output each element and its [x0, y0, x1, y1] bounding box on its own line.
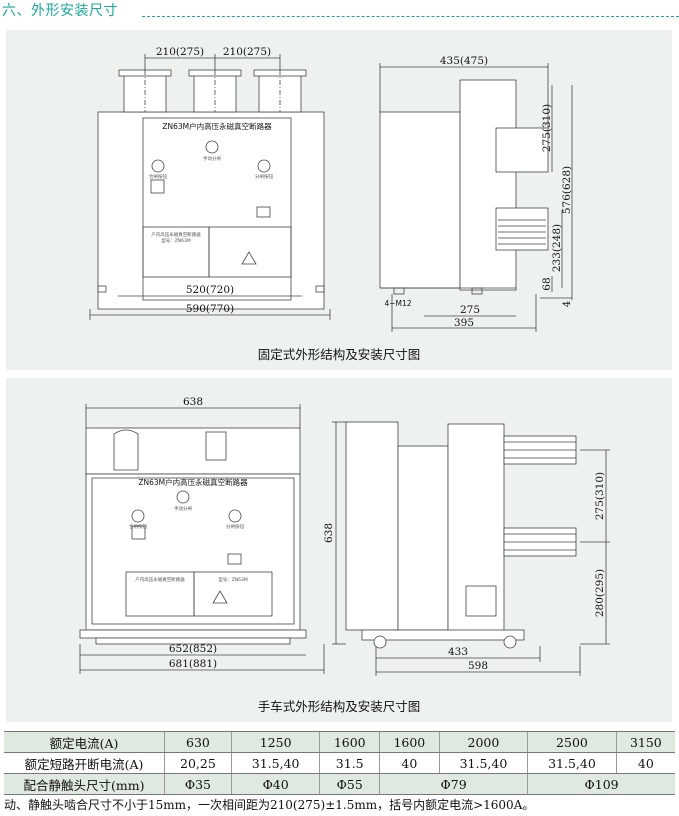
fixed-dim-h275: 275(310) [541, 104, 553, 152]
table-row-breaking-current: 额定短路开断电流(A) 20,25 31.5,40 31.5 40 31.5,4… [4, 752, 675, 774]
truck-open-label: 分闸按钮 [226, 523, 244, 530]
table-cell: Φ35 [164, 773, 232, 795]
header-divider [142, 16, 679, 17]
table-cell: 20,25 [164, 752, 232, 774]
truck-front-title: ZN63M户内高压永磁真空断路器 [138, 477, 248, 487]
table-cell: 3150 [615, 731, 675, 753]
fixed-manual-label: 手动分闸 [203, 155, 221, 162]
table-cell: 1250 [230, 731, 320, 753]
fixed-caption: 固定式外形结构及安装尺寸图 [257, 347, 421, 362]
table-cell: Φ79 [379, 773, 528, 795]
section-title: 六、外形安装尺寸 [2, 3, 118, 19]
fixed-dim-depth: 435(475) [440, 55, 488, 67]
truck-dim-h280: 280(295) [594, 569, 606, 617]
truck-dim-height: 638 [323, 523, 335, 543]
fixed-dim-pitch1: 210(275) [156, 46, 204, 58]
truck-caption: 手车式外形结构及安装尺寸图 [257, 699, 421, 714]
table-cell: Φ55 [319, 773, 380, 795]
fixed-dim-w275: 275 [460, 304, 480, 316]
truck-dim-d598: 598 [468, 660, 488, 672]
truck-type-drawing: ZN63M户内高压永磁真空断路器 手动分闸 合闸按钮 分闸按钮 户内高压永磁真空… [79, 396, 610, 676]
table-cell: 40 [615, 752, 675, 774]
table-cell: 31.5,40 [438, 752, 528, 774]
table-cell: Φ109 [527, 773, 675, 795]
fixed-plate-model: 型号：ZN63M [161, 237, 191, 244]
truck-dim-d433: 433 [448, 646, 468, 658]
table-cell: 40 [379, 752, 440, 774]
table-row-rated-current: 额定电流(A) 630 1250 1600 1600 2000 2500 315… [4, 731, 675, 753]
fixed-open-label: 分闸按钮 [255, 173, 273, 180]
fixed-dim-h4: 4 [561, 300, 573, 307]
fixed-type-panel: ZN63M户内高压永磁真空断路器 手动分闸 合闸按钮 分闸按钮 户内高压永磁真空… [6, 30, 672, 370]
fixed-plate-title: 户内高压永磁真空断路器 [151, 231, 201, 238]
table-cell: 1600 [319, 731, 380, 753]
table-cell: 630 [164, 731, 232, 753]
fixed-dim-w395: 395 [454, 317, 474, 329]
section-header: 六、外形安装尺寸 [0, 0, 679, 22]
table-row-contact-size: 配合静触头尺寸(mm) Φ35 Φ40 Φ55 Φ79 Φ109 [4, 773, 675, 795]
fixed-dim-h576: 576(628) [561, 166, 573, 214]
footnote: 动、静触头啮合尺寸不小于15mm，一次相间距为210(275)±1.5mm，括号… [4, 798, 535, 812]
table-cell: 31.5 [319, 752, 380, 774]
fixed-type-drawing: ZN63M户内高压永磁真空断路器 手动分闸 合闸按钮 分闸按钮 户内高压永磁真空… [89, 46, 573, 332]
row-label: 额定电流(A) [4, 731, 165, 753]
fixed-close-label: 合闸按钮 [149, 173, 167, 180]
truck-dim-w681: 681(881) [169, 658, 217, 670]
fixed-dim-bolt: 4−M12 [384, 299, 411, 308]
truck-dim-h275: 275(310) [594, 472, 606, 520]
fixed-dim-outer-width: 590(770) [186, 303, 234, 315]
truck-dim-w652: 652(852) [169, 643, 217, 655]
row-label: 配合静触头尺寸(mm) [4, 773, 165, 795]
fixed-front-title: ZN63M户内高压永磁真空断路器 [162, 121, 272, 131]
table-cell: 1600 [379, 731, 440, 753]
truck-plate-title: 户内高压永磁真空断路器 [135, 576, 185, 583]
fixed-dim-h233: 233(248) [551, 224, 563, 272]
truck-plate-model: 型号：ZN63M [218, 576, 248, 583]
table-cell: 31.5,40 [527, 752, 617, 774]
spec-table: 额定电流(A) 630 1250 1600 1600 2000 2500 315… [4, 731, 675, 795]
table-cell: Φ40 [230, 773, 320, 795]
truck-manual-label: 手动分闸 [174, 505, 192, 512]
fixed-dim-h68: 68 [541, 277, 553, 290]
truck-type-panel: ZN63M户内高压永磁真空断路器 手动分闸 合闸按钮 分闸按钮 户内高压永磁真空… [6, 378, 672, 722]
fixed-dim-pitch2: 210(275) [223, 46, 271, 58]
table-cell: 31.5,40 [230, 752, 320, 774]
truck-dim-width-top: 638 [183, 396, 203, 408]
fixed-dim-inner-width: 520(720) [186, 284, 234, 296]
table-cell: 2500 [527, 731, 617, 753]
table-cell: 2000 [438, 731, 528, 753]
truck-close-label: 合闸按钮 [129, 523, 147, 530]
row-label: 额定短路开断电流(A) [4, 752, 165, 774]
